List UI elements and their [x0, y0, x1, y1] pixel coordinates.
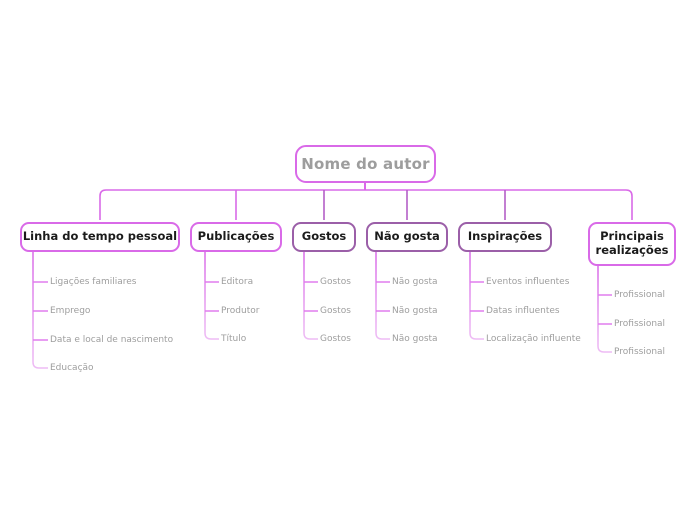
- leaf-item[interactable]: Gostos: [320, 334, 351, 344]
- branch-node-label-line2: realizações: [595, 243, 669, 257]
- leaf-item[interactable]: Título: [221, 334, 247, 344]
- leaf-item[interactable]: Localização influente: [486, 334, 581, 344]
- branch-node-publicacoes[interactable]: Publicações: [190, 222, 282, 252]
- branch-node-gostos[interactable]: Gostos: [292, 222, 356, 252]
- leaf-item[interactable]: Profissional: [614, 347, 666, 357]
- root-node-label: Nome do autor: [301, 155, 430, 173]
- branch-node-label: Linha do tempo pessoal: [22, 229, 178, 244]
- branch-node-inspiracoes[interactable]: Inspirações: [458, 222, 552, 252]
- leaf-item[interactable]: Gostos: [320, 306, 351, 316]
- leaf-item[interactable]: Datas influentes: [486, 306, 560, 316]
- leaf-item[interactable]: Produtor: [221, 306, 260, 316]
- leaf-item[interactable]: Não gosta: [392, 277, 438, 287]
- leaf-item[interactable]: Profissional: [614, 319, 666, 329]
- leaf-item[interactable]: Gostos: [320, 277, 351, 287]
- branch-node-label: Publicações: [197, 229, 275, 244]
- leaf-item[interactable]: Editora: [221, 277, 254, 287]
- branch-node-principais-realizacoes[interactable]: Principais realizações: [588, 222, 676, 266]
- leaf-item[interactable]: Não gosta: [392, 334, 438, 344]
- leaf-item[interactable]: Eventos influentes: [486, 277, 570, 287]
- branch-node-nao-gosta[interactable]: Não gosta: [366, 222, 448, 252]
- branch-node-linha-do-tempo-pessoal[interactable]: Linha do tempo pessoal: [20, 222, 180, 252]
- branch-node-label: Inspirações: [467, 229, 543, 244]
- branch-node-label: Não gosta: [374, 229, 440, 244]
- leaf-item[interactable]: Data e local de nascimento: [50, 335, 174, 345]
- leaf-item[interactable]: Educação: [50, 363, 94, 373]
- branch-node-label: Gostos: [301, 229, 347, 244]
- leaf-item[interactable]: Não gosta: [392, 306, 438, 316]
- leaf-item[interactable]: Profissional: [614, 290, 666, 300]
- leaf-item[interactable]: Emprego: [50, 306, 91, 316]
- branch-node-label-line1: Principais: [600, 229, 664, 244]
- leaf-item[interactable]: Ligações familiares: [50, 277, 137, 287]
- root-node[interactable]: Nome do autor: [295, 145, 436, 183]
